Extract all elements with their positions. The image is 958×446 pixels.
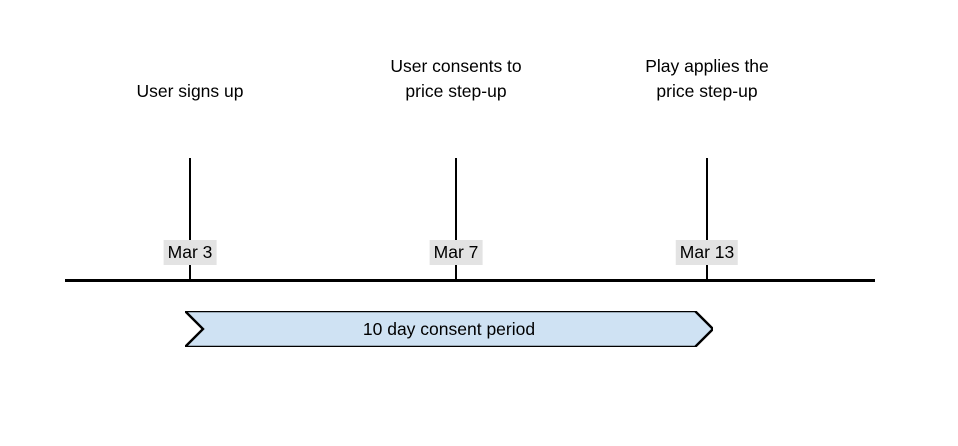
- event-date-user-consents: Mar 7: [429, 240, 483, 265]
- event-tick-play-applies-step-up: [706, 158, 708, 282]
- event-tick-user-consents: [455, 158, 457, 282]
- event-label-line1: Play applies the: [645, 56, 769, 76]
- event-tick-user-signs-up: [189, 158, 191, 282]
- event-label-play-applies-step-up: Play applies the price step-up: [645, 54, 769, 104]
- consent-period-banner-shape: [185, 311, 713, 347]
- timeline-axis: [65, 279, 875, 282]
- event-date-user-signs-up: Mar 3: [163, 240, 217, 265]
- event-label-user-consents: User consents to price step-up: [390, 54, 521, 104]
- event-label-line2: price step-up: [405, 81, 507, 101]
- event-label-line1: User signs up: [136, 81, 244, 101]
- event-label-line2: price step-up: [656, 81, 758, 101]
- event-label-user-signs-up: User signs up: [137, 79, 244, 104]
- event-date-play-applies-step-up: Mar 13: [675, 240, 739, 265]
- consent-period-banner: 10 day consent period: [185, 311, 713, 347]
- event-label-line1: User consents to: [390, 56, 522, 76]
